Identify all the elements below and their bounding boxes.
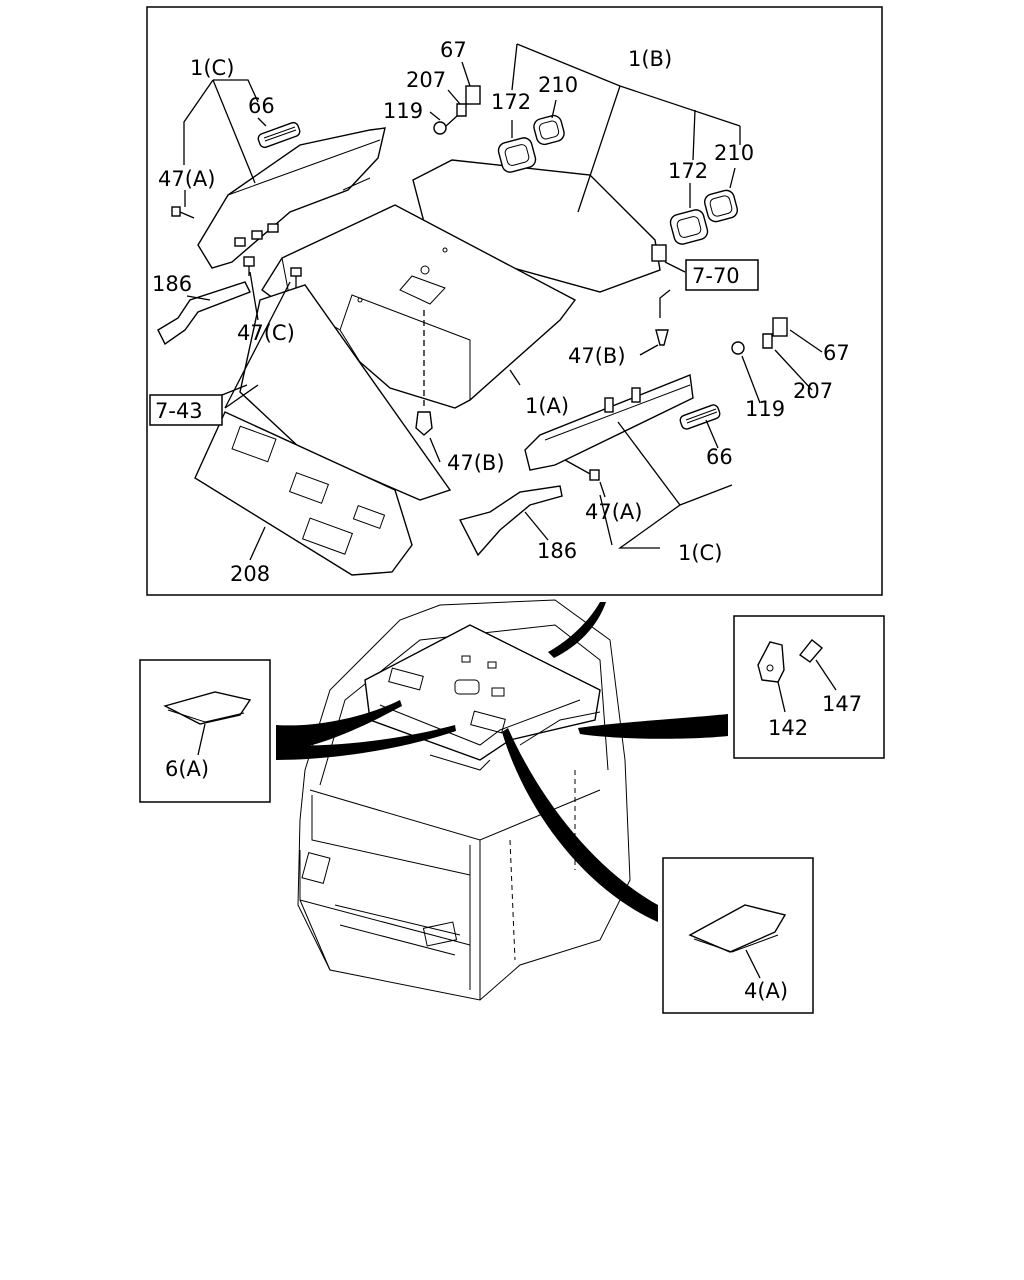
bolt-47c <box>243 256 255 276</box>
bolt-47a-low <box>564 459 600 481</box>
right-overhead-console <box>524 374 694 471</box>
label-172-b: 172 <box>668 159 708 183</box>
flow-arrows <box>276 602 728 922</box>
label-743: 7-43 <box>155 399 203 423</box>
fastener-47b-right <box>655 329 669 346</box>
vent-grille-right <box>679 404 721 430</box>
label-142: 142 <box>768 716 808 740</box>
label-1a: 1(A) <box>525 394 569 418</box>
label-186-low: 186 <box>537 539 577 563</box>
label-1c-low: 1(C) <box>678 541 722 565</box>
pad-4a <box>688 904 787 979</box>
label-186-left: 186 <box>152 272 192 296</box>
label-67-top: 67 <box>440 38 467 62</box>
inset-box-6a <box>139 659 271 803</box>
label-119-top: 119 <box>383 99 423 123</box>
clip-770 <box>651 244 667 262</box>
label-6a: 6(A) <box>165 757 209 781</box>
ref-box-743 <box>149 394 223 426</box>
label-47c: 47(C) <box>237 321 295 345</box>
label-1b: 1(B) <box>628 47 672 71</box>
label-66-right: 66 <box>706 445 733 469</box>
label-47b-right: 47(B) <box>568 344 626 368</box>
label-66-top: 66 <box>248 94 275 118</box>
label-119-right: 119 <box>745 397 785 421</box>
label-207-right: 207 <box>793 379 833 403</box>
clip-group-top <box>433 85 481 135</box>
label-208: 208 <box>230 562 270 586</box>
leader-lines-top <box>183 43 823 561</box>
label-67-right: 67 <box>823 341 850 365</box>
fastener-47b-low <box>415 310 433 436</box>
front-lining-208 <box>194 411 413 576</box>
vent-grille-left <box>257 121 301 149</box>
label-47a-low: 47(A) <box>585 500 642 524</box>
ref-box-770 <box>685 259 759 291</box>
left-overhead-console <box>197 127 386 269</box>
label-47b-low: 47(B) <box>447 451 505 475</box>
bracket-142 <box>757 639 837 713</box>
label-210-a: 210 <box>538 73 578 97</box>
inset-box-bracket <box>733 615 885 759</box>
label-1c-top: 1(C) <box>190 56 234 80</box>
label-147: 147 <box>822 692 862 716</box>
label-207-top: 207 <box>406 68 446 92</box>
pillar-trim-right <box>458 485 563 557</box>
ring-set-top <box>497 114 565 173</box>
bolt-47a-left <box>171 206 195 219</box>
truck-cab-outline <box>297 599 631 1001</box>
label-4a: 4(A) <box>744 979 788 1003</box>
label-47a-top: 47(A) <box>158 167 215 191</box>
label-210-b: 210 <box>714 141 754 165</box>
label-770: 7-70 <box>692 264 740 288</box>
clip-group-right <box>731 317 788 355</box>
pad-6a <box>163 691 252 756</box>
label-172-a: 172 <box>491 90 531 114</box>
ring-set-right <box>669 189 739 245</box>
pillar-trim-left <box>157 281 251 346</box>
